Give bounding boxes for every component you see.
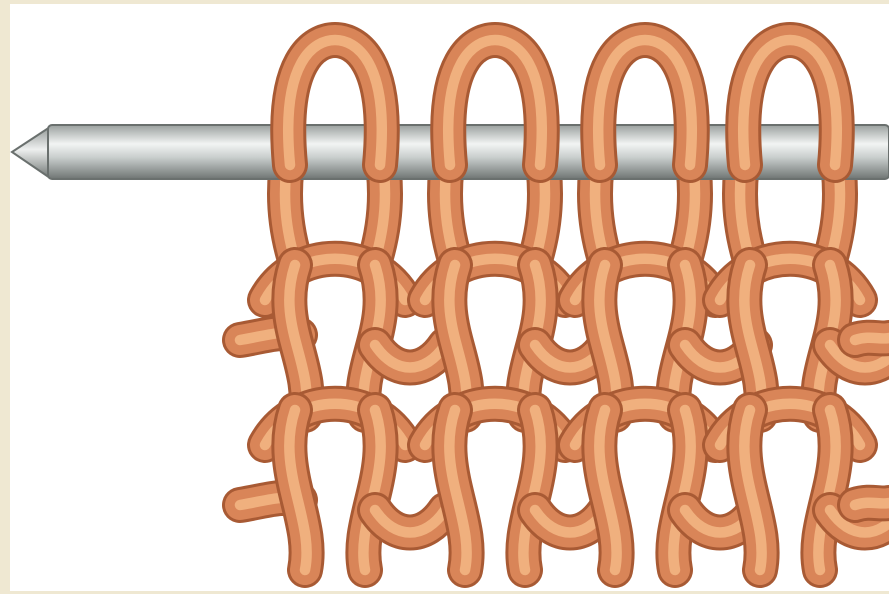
row-2-right-tail: [855, 503, 889, 505]
row-2-stitch-left-3: [599, 410, 616, 570]
row-2-stitch-right-4: [818, 410, 835, 570]
row-1-connector-1: [375, 345, 445, 368]
row-2-stitch-left-2: [449, 410, 466, 570]
row-2-stitch-left-4: [744, 410, 761, 570]
row-2-stitch-left-1: [289, 410, 306, 570]
row-1-right-tail: [855, 338, 889, 340]
needle-shaft: [48, 125, 889, 179]
row-2-connector-1: [375, 510, 445, 533]
row-2-stitch-right-1: [363, 410, 380, 570]
row-2-stitch-right-2: [523, 410, 540, 570]
knitted-fabric: [240, 259, 889, 570]
row-2-stitch-right-3: [673, 410, 690, 570]
